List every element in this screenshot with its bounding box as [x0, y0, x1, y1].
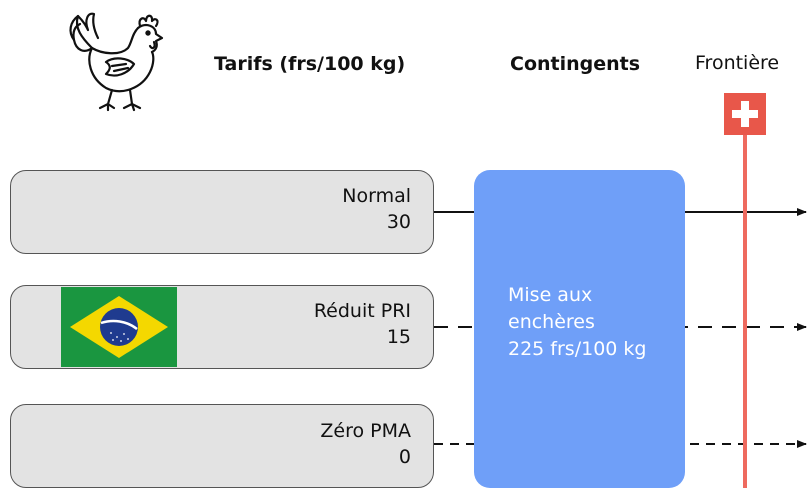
tariff-label: Zéro PMA — [320, 420, 411, 442]
swiss-flag-icon — [724, 93, 766, 135]
quota-auction-box: Mise aux enchères 225 frs/100 kg — [474, 170, 685, 488]
quota-line-3: 225 frs/100 kg — [508, 338, 647, 360]
tariff-value: 30 — [386, 211, 411, 233]
border-line — [743, 128, 747, 488]
tariff-box-zero: Zéro PMA 0 — [10, 404, 434, 488]
tariff-label: Normal — [342, 185, 411, 207]
tariff-value: 0 — [398, 446, 411, 468]
header-quotas: Contingents — [510, 53, 641, 75]
header-border: Frontière — [695, 52, 780, 74]
tariff-value: 15 — [386, 326, 411, 348]
quota-line-1: Mise aux — [508, 284, 593, 306]
tariff-label: Réduit PRI — [313, 300, 411, 322]
header-tariffs: Tarifs (frs/100 kg) — [214, 53, 406, 75]
chicken-icon — [69, 12, 164, 112]
quota-line-2: enchères — [508, 311, 595, 333]
tariff-box-normal: Normal 30 — [10, 170, 434, 254]
brazil-flag-icon — [61, 287, 177, 367]
